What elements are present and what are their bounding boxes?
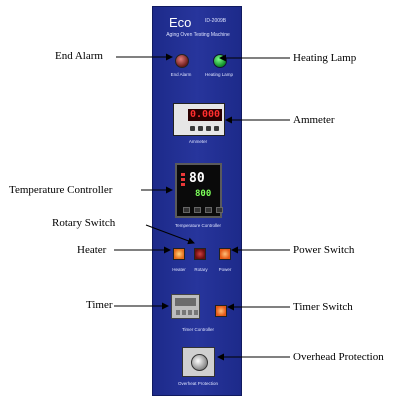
status-leds: [181, 173, 186, 188]
rotary-switch[interactable]: [194, 248, 206, 260]
ammeter-label: Ammeter: [188, 139, 208, 144]
end-alarm-lamp: [175, 54, 189, 68]
overheat-protection-label: Overheat Protection: [177, 381, 219, 386]
callout-heater: Heater: [77, 244, 107, 256]
panel-subtitle: Aging Oven Testing Machine: [166, 32, 230, 38]
rotary-label: Rotary: [194, 267, 208, 272]
callout-temperature-controller: Temperature Controller: [9, 184, 113, 196]
end-alarm-label: End Alarm: [170, 72, 192, 77]
overheat-knob[interactable]: [191, 354, 208, 371]
arrow-rotary-switch: [145, 224, 195, 245]
temperature-controller-label: Temperature Controller: [174, 223, 222, 228]
callout-heating-lamp: Heating Lamp: [293, 52, 357, 64]
heater-label: Heater: [172, 267, 186, 272]
callout-rotary-switch: Rotary Switch: [52, 217, 116, 229]
callout-timer-switch: Timer Switch: [293, 301, 353, 313]
heating-lamp-label: Heating Lamp: [204, 72, 234, 77]
callout-end-alarm: End Alarm: [55, 50, 103, 62]
ammeter-keys: [190, 126, 222, 132]
heater-switch[interactable]: [173, 248, 185, 260]
brand-logo: Eco: [169, 15, 192, 30]
callout-overhead-protection: Overhead Protection: [293, 351, 384, 363]
callout-ammeter: Ammeter: [293, 114, 335, 126]
power-label: Power: [218, 267, 232, 272]
control-panel: Eco ID-2009B Aging Oven Testing Machine …: [152, 6, 242, 396]
temp-set-value: 800: [195, 189, 212, 199]
timer-switch[interactable]: [215, 305, 227, 317]
ammeter-display: 0.000: [173, 103, 225, 136]
callout-power-switch: Power Switch: [293, 244, 355, 256]
ammeter-reading: 0.000: [189, 109, 221, 120]
timer-controller-unit: [171, 294, 200, 319]
ammeter-screen: 0.000: [188, 109, 222, 121]
timer-controller-label: Timer Controller: [181, 327, 215, 332]
timer-screen: [175, 298, 196, 306]
callout-timer: Timer: [86, 299, 113, 311]
temperature-controller-unit: 80 800: [175, 163, 223, 218]
controller-keys: [183, 207, 223, 213]
overheat-protection-unit: [182, 347, 215, 377]
model-number: ID-2009B: [205, 18, 227, 24]
temp-present-value: 80: [189, 171, 205, 186]
timer-keys: [176, 310, 198, 315]
power-switch[interactable]: [219, 248, 231, 260]
